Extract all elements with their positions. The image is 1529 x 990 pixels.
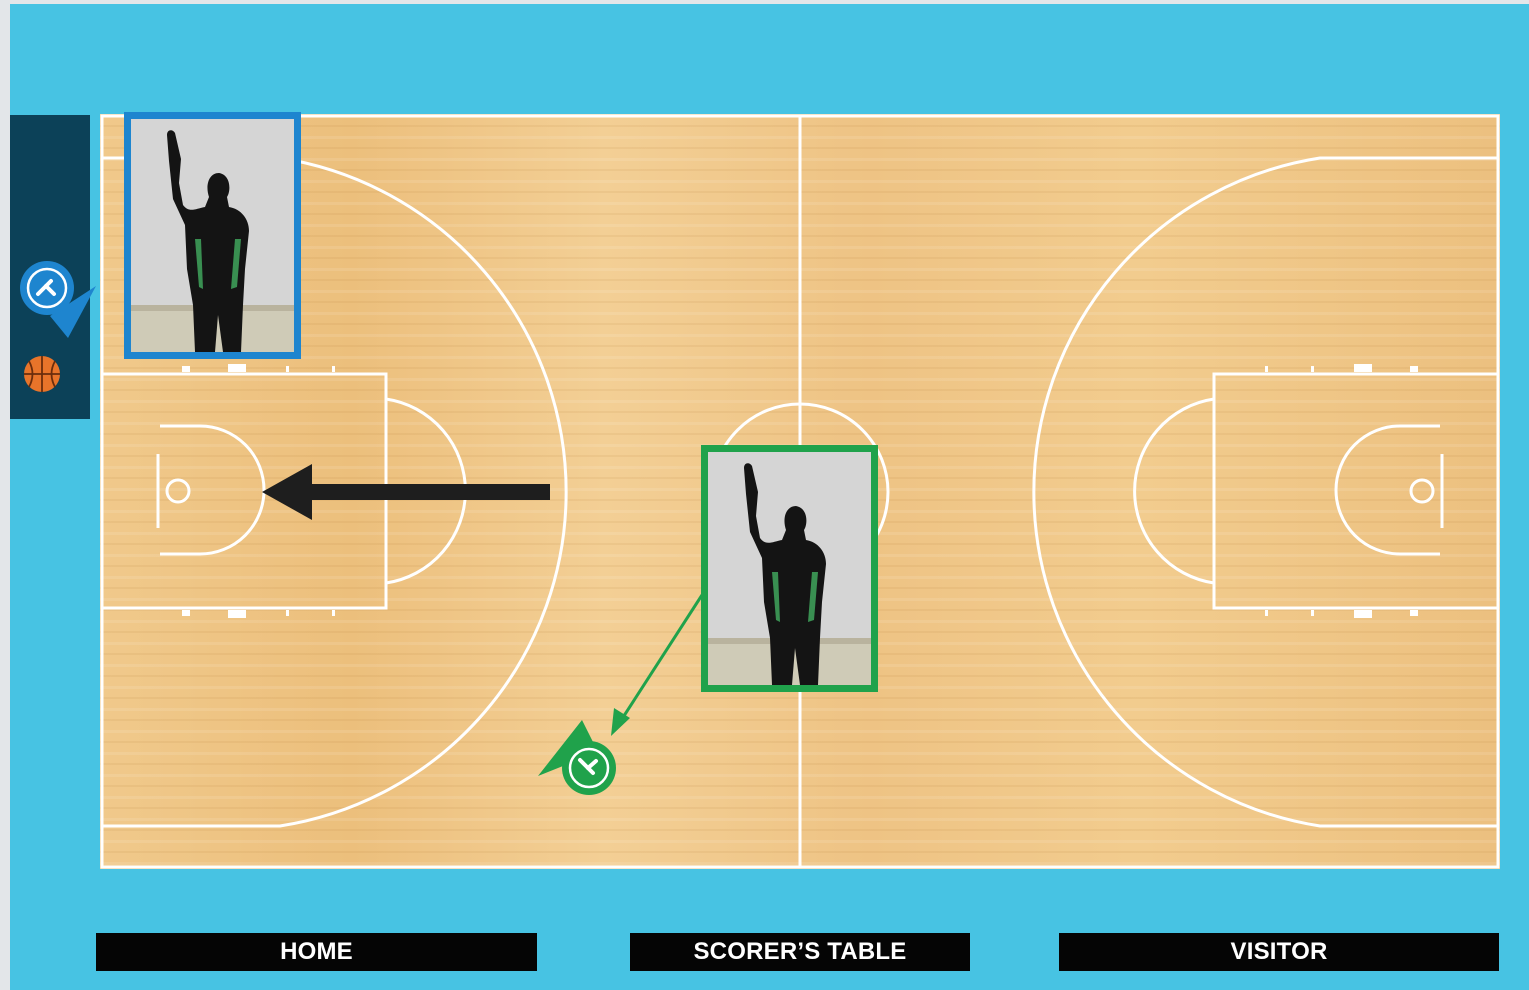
visitor-label: VISITOR xyxy=(1059,933,1499,971)
free-throw-lane-right xyxy=(1214,374,1498,608)
free-throw-circle-right xyxy=(1135,399,1214,583)
lead-official-photo[interactable] xyxy=(124,112,301,359)
free-throw-lane-left xyxy=(102,374,386,608)
restricted-arc-right xyxy=(1336,426,1440,554)
rim-right xyxy=(1411,480,1433,502)
official-signal-image xyxy=(131,119,294,352)
scorers-table-label: SCORER’S TABLE xyxy=(630,933,970,971)
three-point-line-right xyxy=(1034,158,1498,826)
free-throw-circle-left xyxy=(386,399,465,583)
rim-left xyxy=(167,480,189,502)
official-signal-image xyxy=(708,452,871,685)
home-label: HOME xyxy=(96,933,537,971)
restricted-arc-left xyxy=(160,426,264,554)
trail-official-photo[interactable] xyxy=(701,445,878,692)
